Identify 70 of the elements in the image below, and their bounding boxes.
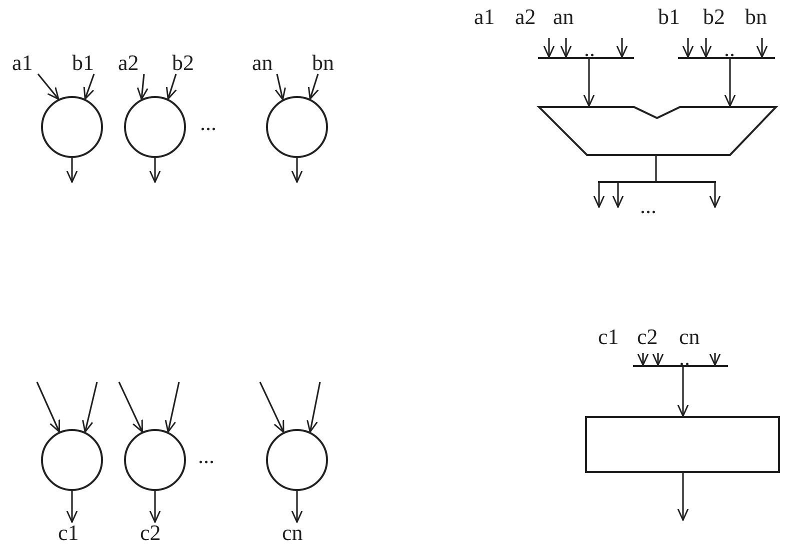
signal-label: bn bbox=[745, 6, 767, 28]
arrow bbox=[149, 491, 161, 523]
arrow bbox=[709, 183, 721, 208]
arrow bbox=[652, 353, 664, 366]
arrow bbox=[164, 382, 180, 433]
signal-label: cn bbox=[282, 522, 312, 544]
operator-circle bbox=[266, 96, 328, 158]
arrow bbox=[66, 491, 78, 523]
process-box bbox=[585, 416, 780, 473]
ellipsis: ... bbox=[198, 445, 214, 467]
arrow bbox=[291, 491, 303, 523]
arrow bbox=[756, 38, 768, 58]
operator-circle bbox=[124, 96, 186, 158]
signal-label: an bbox=[252, 52, 282, 74]
ellipsis: .. bbox=[724, 38, 735, 60]
arrow bbox=[612, 183, 624, 208]
signal-label: a1 bbox=[12, 52, 42, 74]
arrow bbox=[700, 38, 712, 58]
ellipsis: ... bbox=[200, 112, 216, 134]
signal-label: c2 bbox=[140, 522, 170, 544]
arrow bbox=[118, 382, 143, 432]
signal-label: c1 bbox=[58, 522, 88, 544]
bus-line bbox=[538, 57, 634, 59]
arrow bbox=[149, 158, 161, 183]
arrow bbox=[677, 367, 689, 417]
arrow bbox=[682, 38, 694, 58]
ellipsis: .. bbox=[584, 38, 595, 60]
arrow bbox=[83, 74, 95, 100]
arrow bbox=[583, 59, 595, 107]
arrow bbox=[291, 158, 303, 183]
arrow bbox=[709, 353, 721, 366]
signal-label: b1 bbox=[72, 52, 102, 74]
signal-label: an bbox=[553, 6, 574, 28]
signal-label: c1 bbox=[598, 326, 619, 348]
arrow bbox=[724, 59, 736, 107]
arrow bbox=[36, 382, 60, 432]
arrow bbox=[543, 38, 555, 58]
signal-label: b1 bbox=[658, 6, 680, 28]
arrow bbox=[306, 382, 321, 433]
arrow bbox=[37, 74, 60, 100]
operator-circle bbox=[41, 429, 103, 491]
signal-label: a2 bbox=[515, 6, 536, 28]
signal-label: cn bbox=[679, 326, 700, 348]
operator-circle bbox=[266, 429, 328, 491]
arrow bbox=[66, 158, 78, 183]
bus-line bbox=[598, 181, 716, 183]
signal-label: b2 bbox=[172, 52, 202, 74]
bus-line bbox=[633, 365, 728, 367]
operator-circle bbox=[124, 429, 186, 491]
arrow bbox=[82, 382, 98, 433]
arrow bbox=[637, 353, 649, 366]
signal-label: a1 bbox=[474, 6, 495, 28]
arrow bbox=[677, 473, 689, 521]
signal-label: b2 bbox=[703, 6, 725, 28]
arrow bbox=[274, 74, 286, 100]
signal-label: c2 bbox=[637, 326, 658, 348]
alu-shape bbox=[538, 106, 777, 156]
arrow bbox=[616, 38, 628, 58]
operator-circle bbox=[41, 96, 103, 158]
signal-label: a2 bbox=[118, 52, 148, 74]
arrow bbox=[593, 183, 605, 208]
connector-line bbox=[655, 156, 657, 181]
arrow bbox=[560, 38, 572, 58]
signal-label: bn bbox=[312, 52, 342, 74]
arrow bbox=[166, 74, 177, 100]
arrow bbox=[308, 74, 319, 100]
arrow bbox=[259, 382, 284, 433]
arrow bbox=[136, 74, 148, 100]
ellipsis: ... bbox=[640, 195, 656, 217]
bus-line bbox=[678, 57, 775, 59]
